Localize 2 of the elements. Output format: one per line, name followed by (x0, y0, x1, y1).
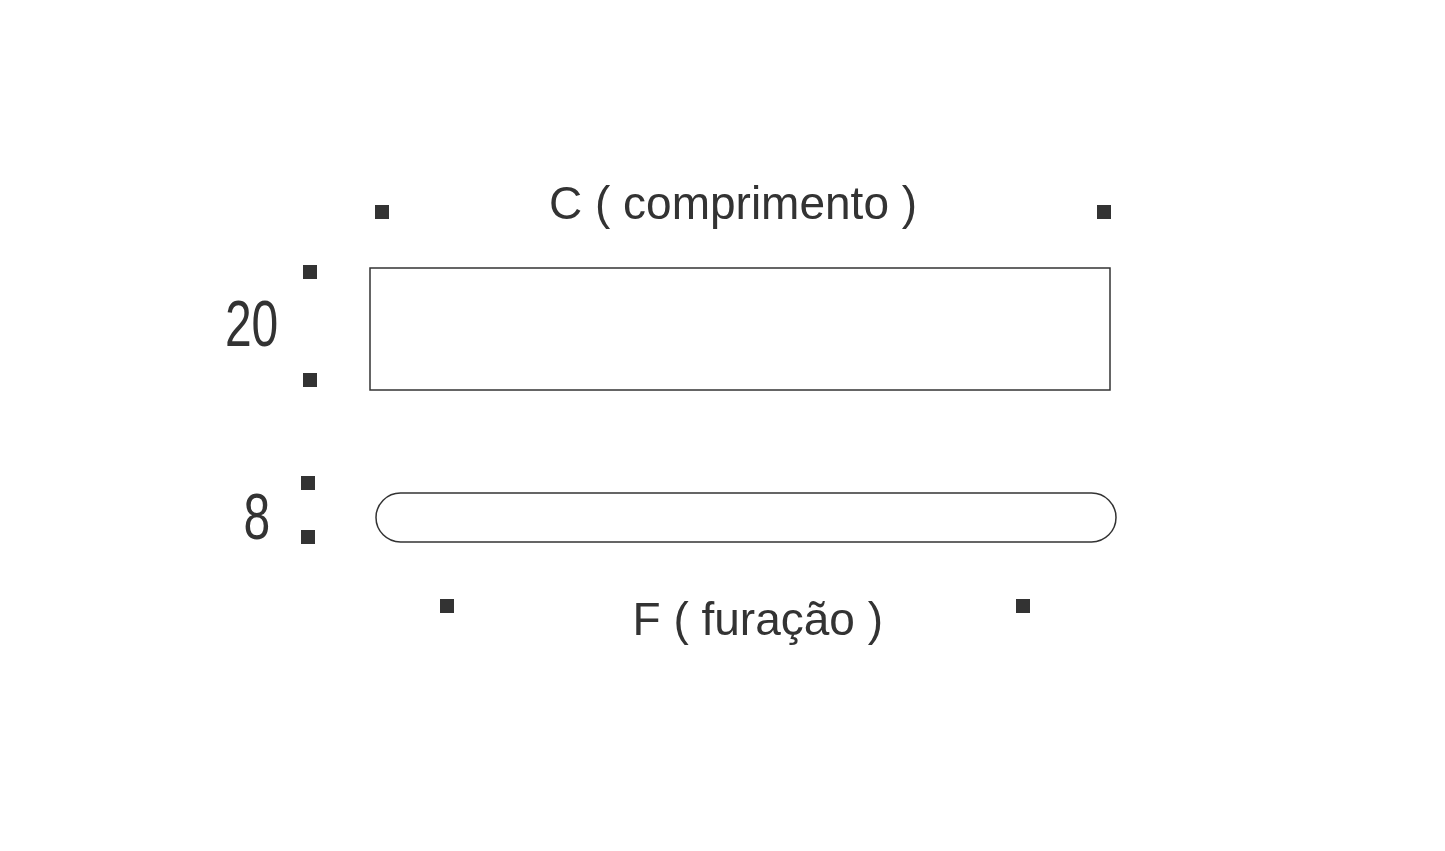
dimension-value: 8 (243, 485, 271, 549)
dimension-value: 20 (224, 292, 278, 356)
